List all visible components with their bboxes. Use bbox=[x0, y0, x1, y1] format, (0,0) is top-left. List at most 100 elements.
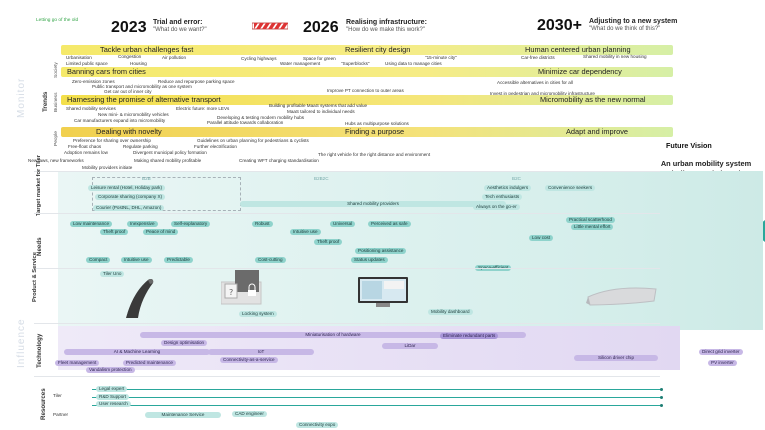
resource-cad: CAD engineer bbox=[232, 411, 267, 417]
society-band-row1 bbox=[61, 45, 673, 55]
need-scatterhood: Practical scatterhood bbox=[566, 217, 615, 223]
trend-cycling-highways: Cycling highways bbox=[241, 56, 277, 61]
tech-design-optimisation: Design optimisation bbox=[161, 340, 208, 346]
tech-silicon-chip: Silicon driver chip bbox=[574, 355, 658, 361]
target-convenience: Convenience seekers bbox=[545, 185, 596, 191]
trend-space-green: Space for green bbox=[303, 56, 336, 61]
monitor-label: Monitor bbox=[16, 77, 27, 118]
divider-resources bbox=[34, 376, 660, 377]
trend-reduce-parking: Reduce and repurpose parking space bbox=[158, 79, 235, 84]
charging-pad-icon bbox=[586, 287, 657, 306]
divider-product bbox=[34, 268, 660, 269]
tech-predicted-maintenance: Predicted maintenance bbox=[123, 360, 176, 366]
phase-title-2023: Trial and error: bbox=[153, 19, 203, 26]
tiler-uno-icon bbox=[126, 279, 154, 318]
people-band bbox=[61, 127, 673, 137]
trend-right-vehicle: The right vehicle for the right distance… bbox=[318, 152, 431, 157]
trend-finding-purpose: Finding a purpose bbox=[345, 127, 405, 136]
trend-sharing-pref: Preference for sharing over ownership bbox=[73, 138, 151, 143]
need-theft-proof-1: Theft proof bbox=[100, 229, 129, 235]
phase-subtitle-2030: "What do we think of this?" bbox=[589, 26, 661, 32]
monitor-icon bbox=[358, 277, 408, 307]
tech-eliminate-parts: Eliminate redundant parts bbox=[440, 333, 499, 339]
society-label: Society bbox=[54, 62, 59, 78]
target-label: Target market for Tiler bbox=[36, 155, 42, 216]
trend-housing: Housing bbox=[130, 61, 147, 66]
target-corporate: Corporate sharing (company X) bbox=[95, 194, 166, 200]
influence-label: Influence bbox=[16, 318, 27, 368]
divider-target bbox=[34, 171, 660, 172]
resources-tiler-label: Tiler bbox=[53, 393, 62, 398]
tech-fleet-management: Fleet management bbox=[55, 360, 100, 366]
product-dashboard: Mobility dashboard bbox=[428, 309, 473, 315]
trend-new-laws: New laws, new frameworks bbox=[28, 158, 84, 163]
b2b2c-label: B2B2C bbox=[314, 176, 329, 181]
need-compact: Compact bbox=[86, 257, 111, 263]
need-theft-proof-2: Theft proof bbox=[314, 239, 343, 245]
trend-wft-charging: Creating WFT charging standardisation bbox=[239, 158, 319, 163]
resource-connectivity-expo: Connectivity expo bbox=[296, 422, 339, 428]
trend-car-manufacturers: Car manufacturers expand into micromobil… bbox=[74, 118, 166, 123]
trend-zero-emission: Zero-emission zones bbox=[72, 79, 115, 84]
tech-grid-inverter: Direct grid inverter bbox=[699, 349, 743, 355]
resource-maintenance: Maintenance Service bbox=[145, 412, 221, 418]
trend-maas-tailored: MaaS tailored to individual needs bbox=[287, 109, 355, 114]
need-robust: Robust bbox=[252, 221, 273, 227]
timeline-legal-end bbox=[660, 388, 663, 391]
divider-needs bbox=[34, 213, 660, 214]
trend-guidelines: Guidelines on urban planning for pedestr… bbox=[197, 138, 309, 143]
need-low-maintenance: Low maintenance bbox=[70, 221, 113, 227]
target-courier: Courier (PostNL, DHL, Amazon) bbox=[93, 205, 165, 211]
trend-adapt-improve: Adapt and improve bbox=[566, 127, 629, 136]
b2b-label: B2B bbox=[142, 176, 151, 181]
roadblock-icon bbox=[252, 22, 288, 30]
trend-adoption-low: Adoption remains low bbox=[64, 150, 108, 155]
resource-user-research: User research bbox=[96, 401, 131, 407]
phase-title-2030: Adjusting to a new system bbox=[589, 18, 678, 25]
resources-label: Resources bbox=[40, 388, 47, 420]
trend-electrification: Further electrification bbox=[194, 144, 237, 149]
vision-title: Future Vision bbox=[666, 141, 712, 150]
target-leisure: Leisure rental (Hotel, Holiday park) bbox=[88, 185, 165, 191]
trend-free-float: Free-float chaos bbox=[68, 144, 102, 149]
trend-shared-housing: Shared mobility in new housing bbox=[583, 54, 647, 59]
timeline-user-research bbox=[92, 405, 662, 406]
phase-subtitle-2026: "How do we make this work?" bbox=[346, 27, 425, 33]
b2c-label: B2C bbox=[512, 176, 521, 181]
people-label: People bbox=[54, 131, 59, 146]
trend-air-pollution: Air pollution bbox=[162, 55, 187, 60]
trend-providers-initiate: Mobility providers initiate bbox=[82, 165, 133, 170]
timeline-rd-end bbox=[660, 396, 663, 399]
trend-improve-pt: Improve PT connection to outer areas bbox=[327, 88, 404, 93]
trend-superblocks: "Superblocks" bbox=[341, 61, 370, 66]
trend-car-inner-city: Get car out of inner city bbox=[104, 89, 152, 94]
need-predictable: Predictable bbox=[164, 257, 193, 263]
need-low-cost: Low cost bbox=[529, 235, 554, 241]
trend-novelty: Dealing with novelty bbox=[96, 127, 162, 136]
need-self-explanatory: Self-explanatory bbox=[171, 221, 211, 227]
trends-label: Trends bbox=[42, 91, 49, 112]
trend-harnessing: Harnessing the promise of alternative tr… bbox=[67, 95, 221, 104]
business-label: Business bbox=[54, 92, 59, 112]
trend-regulate-parking: Regulate parking bbox=[123, 144, 158, 149]
tech-lidar: LiDar bbox=[382, 343, 438, 349]
trend-new-vehicles: New mini- & micromobility vehicles bbox=[98, 112, 169, 117]
divider-technology bbox=[34, 323, 660, 324]
trend-micromobility-normal: Micromobility as the new normal bbox=[540, 95, 646, 104]
trend-accessible-alt: Accessible alternatives in cities for al… bbox=[497, 80, 573, 85]
tech-iot: IoT bbox=[208, 349, 314, 355]
influence-background bbox=[58, 171, 763, 330]
tech-miniaturisation: Miniaturisation of hardware bbox=[140, 332, 526, 338]
target-on-the-go: Always on the go-er bbox=[473, 204, 520, 210]
trend-collaboration: Parallel attitude towards collaboration bbox=[207, 120, 284, 125]
tech-connectivity: Connectivity-as-a-service bbox=[220, 357, 278, 363]
trend-data-cities: Using data to manage cities bbox=[385, 61, 442, 66]
need-positioning: Positioning assistance bbox=[355, 248, 407, 254]
need-status-updates: Status updates bbox=[351, 257, 388, 263]
phase-subtitle-2023: "What do we want?" bbox=[153, 27, 207, 33]
need-mental-effort: Little mental effort bbox=[571, 224, 614, 230]
resource-legal: Legal expert bbox=[96, 386, 128, 392]
trend-tackle-urban: Tackle urban challenges fast bbox=[100, 45, 194, 54]
tech-pv-inverter: PV inverter bbox=[708, 360, 737, 366]
